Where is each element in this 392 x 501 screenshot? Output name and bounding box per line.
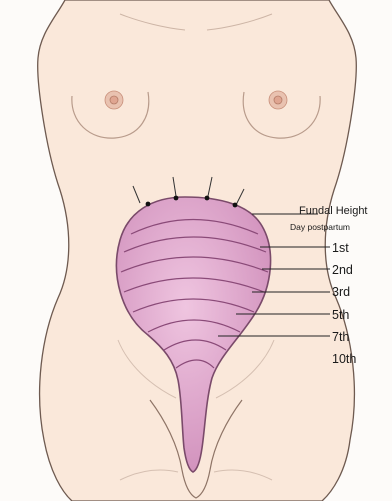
day-label-3rd: 3rd <box>332 285 350 299</box>
nipple-right <box>274 96 282 104</box>
day-label-5th: 5th <box>332 308 349 322</box>
nipple-left <box>110 96 118 104</box>
day-label-7th: 7th <box>332 330 349 344</box>
fundal-height-heading: Fundal Height <box>299 205 368 217</box>
day-postpartum-subheading: Day postpartum <box>290 222 350 232</box>
day-label-2nd: 2nd <box>332 263 353 277</box>
day-label-10th: 10th <box>332 352 356 366</box>
day-label-1st: 1st <box>332 241 349 255</box>
